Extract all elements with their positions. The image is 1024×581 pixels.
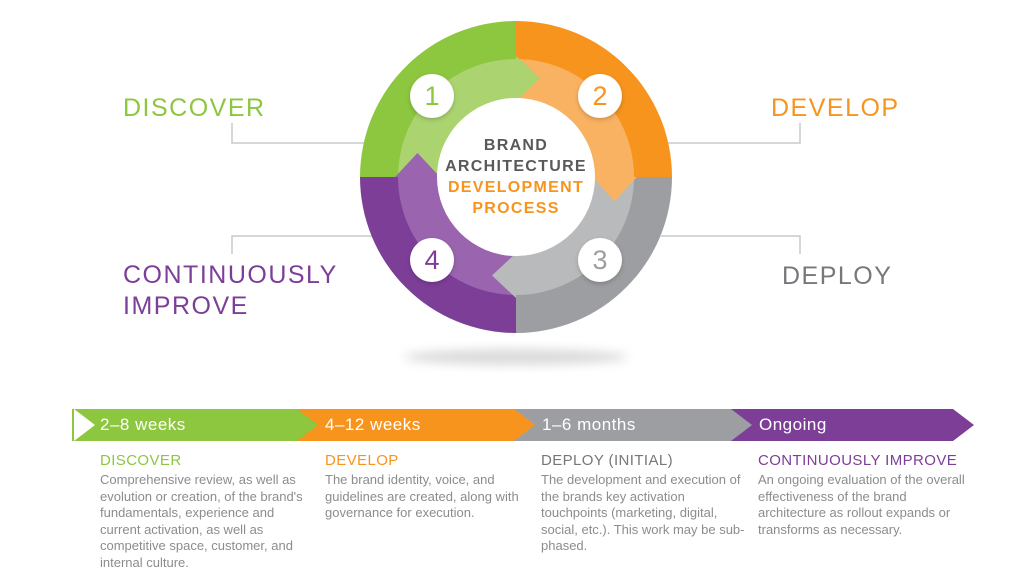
step-badge-3: 3 bbox=[578, 238, 622, 282]
inner-band-discover bbox=[398, 59, 516, 177]
phase-body-discover: Comprehensive review, as well as evoluti… bbox=[100, 472, 303, 570]
wheel-shadow bbox=[404, 349, 628, 365]
phase-label-develop: DEVELOP bbox=[771, 94, 900, 122]
connector-improve bbox=[231, 235, 372, 254]
process-wheel bbox=[231, 21, 801, 365]
arrowhead-discover bbox=[516, 56, 540, 101]
phase-description-discover: DISCOVER Comprehensive review, as well a… bbox=[100, 452, 314, 571]
phase-label-continuously-improve: CONTINUOUSLY IMPROVE bbox=[123, 261, 338, 320]
phase-heading-improve: CONTINUOUSLY IMPROVE bbox=[758, 452, 958, 469]
connector-deploy bbox=[661, 235, 801, 254]
phase-heading-discover: DISCOVER bbox=[100, 452, 182, 469]
inner-band-improve bbox=[398, 177, 516, 295]
duration-improve: Ongoing bbox=[759, 415, 827, 434]
phase-label-discover: DISCOVER bbox=[123, 94, 266, 122]
center-title-line-2: ARCHITECTURE bbox=[445, 158, 587, 175]
timeline-segment-improve: Ongoing bbox=[731, 409, 953, 441]
duration-develop: 4–12 weeks bbox=[325, 415, 421, 434]
phase-description-develop: DEVELOP The brand identity, voice, and g… bbox=[325, 452, 530, 522]
step-badge-4: 4 bbox=[410, 238, 454, 282]
timeline-segment-discover: 2–8 weeks bbox=[72, 409, 297, 441]
phase-description-improve: CONTINUOUSLY IMPROVE An ongoing evaluati… bbox=[758, 452, 974, 538]
timeline-arrow-icon-4 bbox=[953, 409, 974, 441]
phase-label-deploy: DEPLOY bbox=[782, 262, 893, 290]
timeline-arrow-icon-2 bbox=[514, 409, 535, 441]
wheel-center-title: BRAND ARCHITECTURE DEVELOPMENT PROCESS bbox=[406, 135, 626, 219]
step-badge-1: 1 bbox=[410, 74, 454, 118]
center-title-line-3: DEVELOPMENT bbox=[447, 179, 585, 196]
center-title-line-1: BRAND bbox=[483, 137, 549, 154]
phase-body-improve: An ongoing evaluation of the overall eff… bbox=[758, 472, 965, 537]
inner-band-develop bbox=[516, 59, 634, 177]
timeline-segment-develop: 4–12 weeks bbox=[297, 409, 514, 441]
wheel-center-circle bbox=[437, 98, 595, 256]
phase-body-deploy: The development and execution of the bra… bbox=[541, 472, 745, 553]
phase-heading-deploy: DEPLOY (INITIAL) bbox=[541, 452, 673, 469]
arrowhead-deploy bbox=[492, 253, 516, 298]
phase-body-develop: The brand identity, voice, and guideline… bbox=[325, 472, 519, 520]
phase-description-deploy: DEPLOY (INITIAL) The development and exe… bbox=[541, 452, 753, 555]
arrowhead-develop bbox=[592, 177, 637, 201]
duration-discover: 2–8 weeks bbox=[100, 415, 186, 434]
center-title-line-4: PROCESS bbox=[472, 200, 560, 217]
inner-band-deploy bbox=[516, 177, 634, 295]
timeline-arrow-icon-1 bbox=[297, 409, 318, 441]
duration-deploy: 1–6 months bbox=[542, 415, 636, 434]
phase-heading-develop: DEVELOP bbox=[325, 452, 399, 469]
timeline-start-chevron-icon bbox=[74, 409, 95, 441]
arrowhead-improve bbox=[395, 153, 440, 177]
connector-develop bbox=[668, 123, 801, 144]
step-badge-2: 2 bbox=[578, 74, 622, 118]
connector-discover bbox=[231, 123, 364, 144]
timeline-segment-deploy: 1–6 months bbox=[514, 409, 731, 441]
timeline-arrow-icon-3 bbox=[731, 409, 752, 441]
